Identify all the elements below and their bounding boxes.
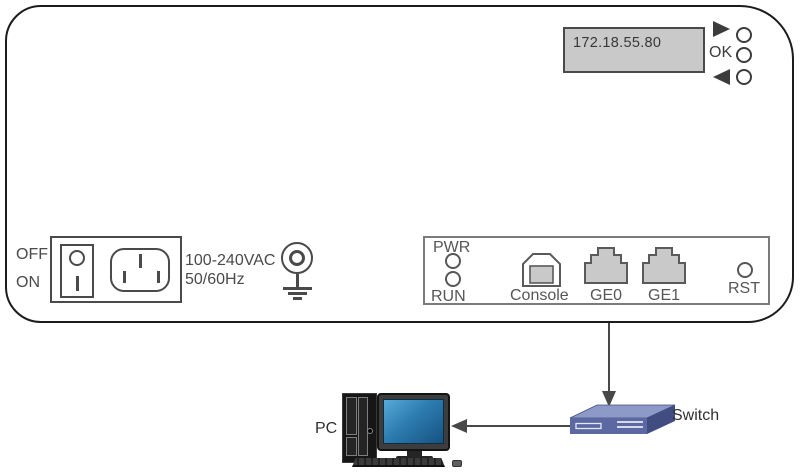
rst-button — [737, 262, 753, 278]
pwr-led-label: PWR — [433, 239, 471, 256]
lcd-display: 172.18.55.80 — [563, 27, 705, 73]
keyboard-icon — [352, 458, 445, 467]
ge0-port-label: GE0 — [590, 287, 623, 304]
socket-pin-top — [139, 254, 142, 268]
ok-label: OK — [709, 44, 733, 61]
pwr-led — [445, 253, 461, 269]
switch-to-pc-line — [466, 425, 570, 427]
monitor-stand-neck — [407, 451, 422, 457]
frequency-label: 50/60Hz — [185, 271, 245, 288]
run-led — [445, 271, 461, 287]
ge1-port-icon — [642, 247, 686, 284]
switch-3d-icon — [569, 404, 676, 434]
mouse-icon — [452, 460, 462, 467]
ground-symbol-line-3 — [293, 297, 302, 300]
switch-label: Switch — [672, 407, 720, 424]
power-off-label: OFF — [16, 246, 48, 263]
lcd-ip-text: 172.18.55.80 — [573, 35, 662, 51]
ground-screw-inner-icon — [289, 250, 305, 266]
run-led-label: RUN — [431, 288, 466, 305]
rocker-on-symbol-icon — [76, 276, 79, 291]
ge0-port-icon — [584, 247, 628, 284]
voltage-label: 100-240VAC — [185, 252, 276, 269]
socket-pin-left — [123, 271, 126, 283]
power-inlet-module — [50, 236, 182, 303]
pc-monitor-screen — [383, 399, 444, 444]
pc-label: PC — [315, 420, 338, 437]
right-arrow-icon — [713, 21, 730, 37]
ground-screw-icon — [281, 242, 313, 274]
console-port-label: Console — [510, 287, 569, 304]
left-arrow-icon — [713, 69, 730, 85]
power-on-label: ON — [16, 274, 40, 291]
ground-symbol-line-1 — [283, 287, 312, 290]
rocker-off-symbol-icon — [69, 250, 85, 266]
arrow-left-icon — [451, 419, 467, 433]
left-arrow-button — [736, 69, 752, 85]
io-panel — [423, 236, 770, 305]
ground-stem — [296, 274, 299, 287]
pc-tower-icon — [342, 393, 377, 463]
rst-button-label: RST — [728, 280, 760, 297]
ge1-port-label: GE1 — [648, 287, 681, 304]
arrow-down-icon — [602, 391, 616, 407]
ground-symbol-line-2 — [288, 292, 307, 295]
socket-pin-right — [157, 271, 160, 283]
right-arrow-button — [736, 27, 752, 43]
ok-button — [736, 47, 752, 63]
console-port-icon — [522, 253, 561, 287]
ge0-to-switch-line — [608, 323, 610, 392]
